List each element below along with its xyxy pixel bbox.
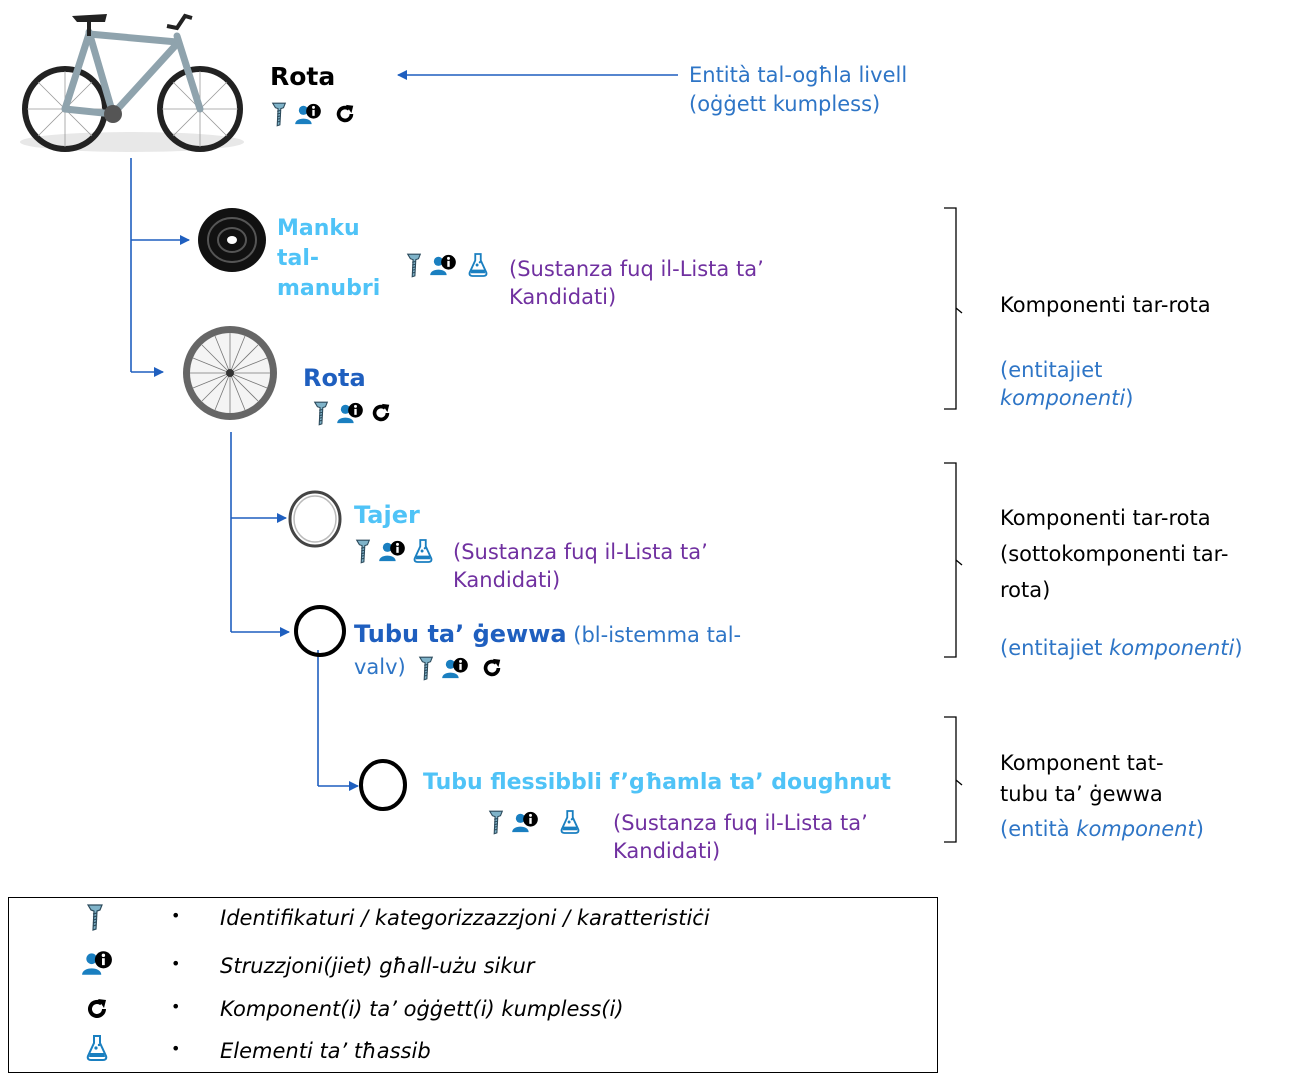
handle-note: (Sustanza fuq il-Lista ta’ Kandidati) [509,255,764,311]
tyre-note-line1: (Sustanza fuq il-Lista ta’ [453,540,708,564]
legend-bullet: • [171,954,181,973]
screw-icon [405,252,423,278]
bracket3-line1: Komponent tat- [1000,751,1164,775]
bracket2-line1: Komponenti tar-rota [1000,506,1211,530]
bracket3-line3: (entità komponent) [1000,815,1204,843]
flex-note-line1: (Sustanza fuq il-Lista ta’ [613,811,868,835]
handle-icons [405,252,489,278]
bracket-3 [944,716,963,843]
bracket1-line3: komponenti) [1000,384,1133,412]
bracket-2 [944,462,963,658]
bracket1-line2: (entitajiet [1000,358,1103,382]
flex-note-line2: Kandidati) [613,839,721,863]
flask-icon [467,252,489,278]
refresh-icon [85,997,109,1021]
handle-title-line1: Manku [277,216,360,241]
top-annotation: Entità tal-ogħla livell (oġġett kumpless… [689,61,907,119]
screw-icon [354,538,372,564]
tyre-note: (Sustanza fuq il-Lista ta’ Kandidati) [453,538,708,594]
tyre-note-line2: Kandidati) [453,568,561,592]
tyre-icons [354,538,434,564]
user-info-icon [81,950,113,976]
top-annotation-line2: (oġġett kumpless) [689,92,881,116]
bracket1-italic: komponenti [1000,386,1126,410]
refresh-icon [481,657,503,679]
handle-title-line3: manubri [277,276,381,301]
screw-icon [312,400,330,426]
bracket3-line2: tubu ta’ ġewwa [1000,782,1163,806]
screw-icon [85,902,105,932]
user-info-icon [429,254,457,276]
inner-tube-image [294,605,346,657]
legend-text: Elementi ta’ tħassib [220,1039,431,1063]
top-rota-title: Rota [270,62,336,91]
bracket2-start: (entitajiet [1000,636,1110,660]
screw-icon [487,809,505,835]
bracket1-line1: Komponenti tar-rota [1000,293,1211,317]
bracket1-sub: (entitajiet komponenti) [1000,356,1133,412]
flask-icon [85,1033,109,1063]
handle-note-line2: Kandidati) [509,285,617,309]
legend-text: Struzzjoni(jiet) għall-użu sikur [220,954,535,978]
legend-bullet: • [171,906,181,925]
tube-suffix-line2: valv) [354,655,406,679]
flask-icon [559,809,581,835]
user-info-icon [378,540,406,562]
legend-box: • Identifikaturi / kategorizzazzjoni / k… [8,897,938,1073]
legend-bullet: • [171,997,181,1016]
refresh-icon [370,402,392,424]
tube-icons [417,655,503,681]
tyre-image [288,490,342,548]
flex-icons [487,809,581,835]
handle-note-line1: (Sustanza fuq il-Lista ta’ [509,257,764,281]
legend-row: • Komponent(i) ta’ oġġett(i) kumpless(i) [9,991,937,1031]
bracket-1 [944,207,963,410]
screw-icon [270,101,288,127]
flex-title: Tubu flessibbli f’għamla ta’ doughnut [423,770,892,795]
bracket3-italic: komponent [1076,817,1196,841]
user-info-icon [294,103,322,125]
wheel-icons [312,400,392,426]
legend-row: • Struzzjoni(jiet) għall-użu sikur [9,948,937,988]
bracket2-line4: (entitajiet komponenti) [1000,634,1243,662]
bracket2-line2: (sottokomponenti tar- [1000,542,1229,566]
tube-suffix-line1: (bl-istemma tal- [573,623,742,647]
wheel-image [183,326,277,420]
legend-text: Komponent(i) ta’ oġġett(i) kumpless(i) [220,997,624,1021]
wheel-title: Rota [303,364,366,392]
bracket2-italic: komponenti [1109,636,1235,660]
handlebar-grip-image [198,208,266,272]
legend-row: • Elementi ta’ tħassib [9,1033,937,1073]
legend-row: • Identifikaturi / kategorizzazzjoni / k… [9,900,937,940]
tyre-title: Tajer [354,501,420,529]
bracket1-end: ) [1125,386,1134,410]
screw-icon [417,655,435,681]
user-info-icon [336,402,364,424]
refresh-icon [334,103,356,125]
bicycle-image [20,13,244,152]
handle-title: Manku tal- manubri [277,214,380,304]
user-info-icon [441,657,469,679]
flexible-tube-image [359,759,407,811]
top-rota-icons [270,101,356,127]
bracket3-text: Komponent tat- tubu ta’ ġewwa [1000,748,1164,810]
tube-label: Tubu ta’ ġewwa (bl-istemma tal- [354,620,741,649]
handle-title-line2: tal- [277,246,320,271]
bracket2-text: Komponenti tar-rota (sottokomponenti tar… [1000,500,1228,608]
bracket3-end: ) [1195,817,1204,841]
legend-bullet: • [171,1039,181,1058]
user-info-icon [511,811,539,833]
bracket2-end: ) [1234,636,1243,660]
flex-note: (Sustanza fuq il-Lista ta’ Kandidati) [613,809,868,865]
bracket2-line3: rota) [1000,578,1051,602]
flask-icon [412,538,434,564]
top-annotation-line1: Entità tal-ogħla livell [689,63,908,87]
legend-text: Identifikaturi / kategorizzazzjoni / kar… [220,906,710,930]
bracket3-start: (entità [1000,817,1077,841]
tube-title: Tubu ta’ ġewwa [354,620,567,648]
